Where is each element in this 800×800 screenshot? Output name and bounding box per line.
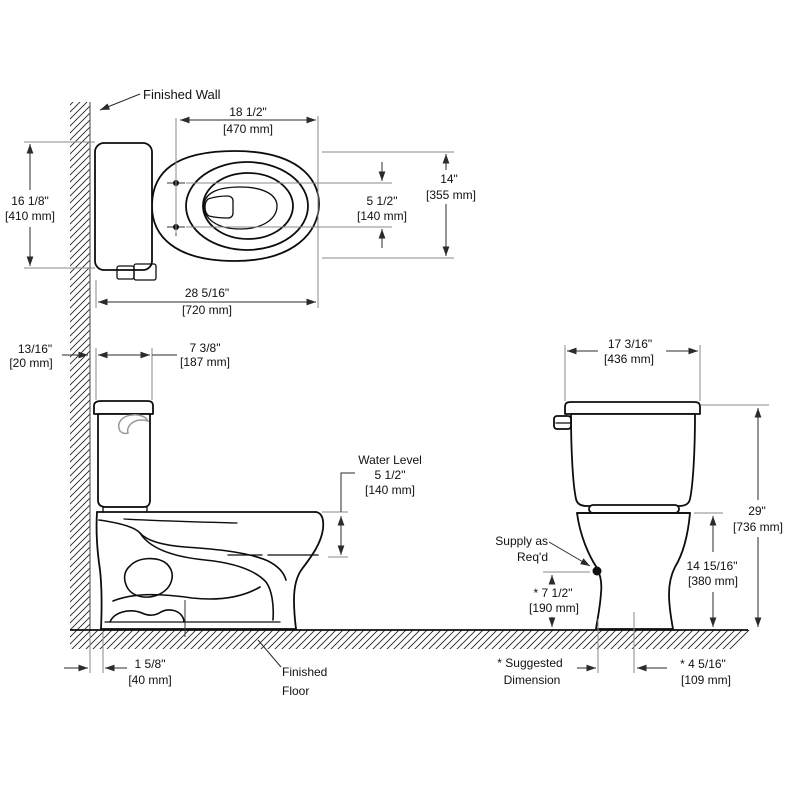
dim-tank-width-front-mm: [436 mm] — [604, 352, 654, 366]
dim-wall-gap-mm: [20 mm] — [9, 356, 52, 370]
dim-wall-gap-inches: 13/16" — [18, 342, 52, 356]
dim-overall-depth-mm: [720 mm] — [182, 303, 232, 317]
dim-supply-offset-inches: * 4 5/16" — [680, 657, 726, 671]
dim-seat-length-inches: 18 1/2" — [229, 105, 267, 119]
text-labels: Finished Wall 18 1/2" [470 mm] 14" [355 … — [5, 87, 783, 698]
suggested-dimension-line2: Dimension — [504, 673, 561, 687]
finished-floor-hatch — [70, 629, 750, 649]
dim-supply-offset-mm: [109 mm] — [681, 673, 731, 687]
dim-base-offset-inches: 1 5/8" — [135, 657, 166, 671]
supply-connection-dot — [592, 566, 602, 576]
side-seat-underside — [123, 518, 238, 524]
finished-wall-hatch — [70, 102, 91, 630]
dim-tank-width-top-inches: 16 1/8" — [11, 194, 49, 208]
finished-floor-label-line2: Floor — [282, 684, 309, 698]
dim-tank-depth-mm: [187 mm] — [180, 355, 230, 369]
trapway-curves — [98, 519, 287, 623]
outlet-shape — [204, 195, 234, 219]
bowl-rim — [202, 172, 294, 240]
dim-water-level-mm: [140 mm] — [365, 483, 415, 497]
dim-water-level-inches: 5 1/2" — [375, 468, 406, 482]
front-seat-edge — [588, 504, 680, 514]
water-surface — [203, 186, 278, 230]
front-tank-lid — [564, 401, 701, 415]
water-level-label: Water Level — [358, 453, 422, 467]
top-view — [94, 142, 320, 281]
side-bowl-front-profile — [293, 511, 325, 630]
supply-label-line2: Req'd — [517, 550, 548, 564]
dim-seat-length-mm: [470 mm] — [223, 122, 273, 136]
front-view — [553, 401, 701, 630]
dim-bowl-width-inches: 14" — [440, 172, 458, 186]
flush-button-right — [133, 263, 157, 281]
suggested-dimension-line1: * Suggested — [497, 656, 562, 670]
dim-rim-height-inches: 14 15/16" — [687, 559, 738, 573]
dim-overall-depth-inches: 28 5/16" — [185, 286, 229, 300]
side-tank-lid — [93, 400, 154, 415]
front-tank-body — [570, 413, 696, 507]
finished-floor-label-line1: Finished — [282, 665, 327, 679]
flush-lever-side — [118, 414, 150, 435]
dim-base-offset-mm: [40 mm] — [128, 673, 171, 687]
dim-rim-height-mm: [380 mm] — [688, 574, 738, 588]
dim-supply-height-inches: * 7 1/2" — [534, 586, 573, 600]
dim-overall-height-inches: 29" — [748, 504, 766, 518]
dim-bolt-spacing-inches: 5 1/2" — [367, 194, 398, 208]
dim-overall-height-mm: [736 mm] — [733, 520, 783, 534]
dim-bowl-width-mm: [355 mm] — [426, 188, 476, 202]
finished-wall-label: Finished Wall — [143, 87, 221, 102]
side-bowl-back-profile — [95, 511, 103, 630]
extension-lines — [24, 116, 769, 673]
side-view — [93, 400, 325, 637]
dim-tank-width-top-mm: [410 mm] — [5, 209, 55, 223]
dim-tank-width-front-inches: 17 3/16" — [608, 337, 652, 351]
dim-tank-depth-inches: 7 3/8" — [190, 341, 221, 355]
tank-plan — [94, 142, 153, 271]
dim-bolt-spacing-mm: [140 mm] — [357, 209, 407, 223]
dimension-lines — [26, 93, 762, 672]
side-tank-base-trim — [102, 506, 148, 513]
supply-label-line1: Supply as — [495, 534, 548, 548]
dim-supply-height-mm: [190 mm] — [529, 601, 579, 615]
